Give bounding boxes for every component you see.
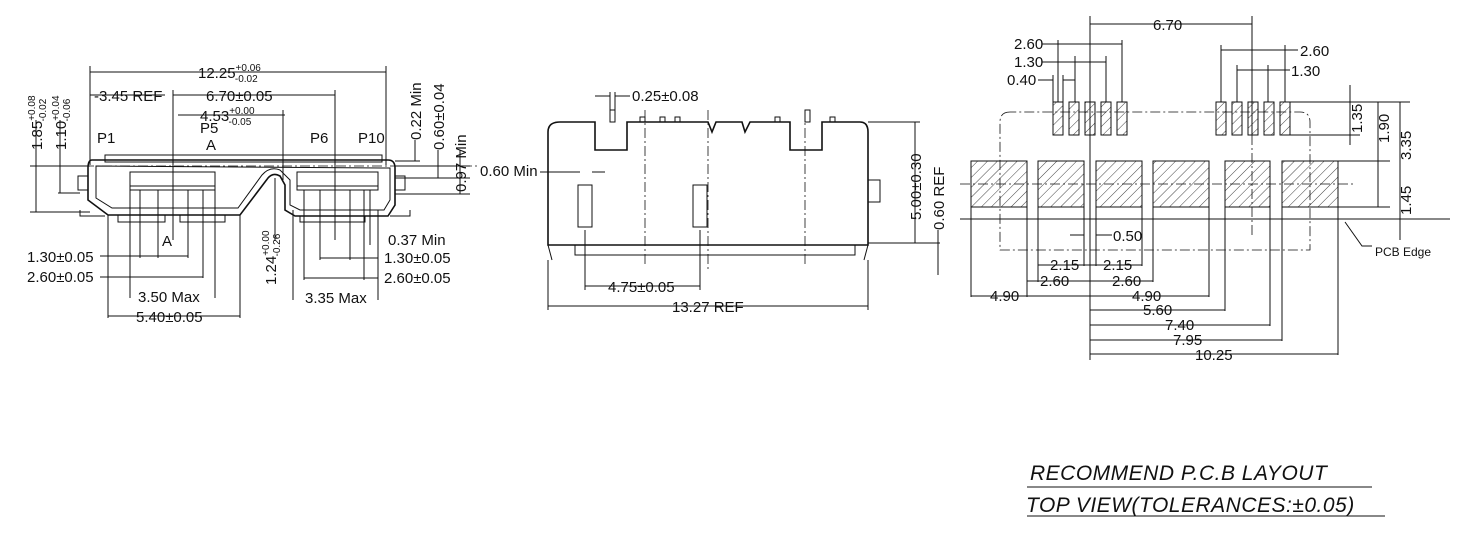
dim-height-185: 1.85+0.08-0.02 bbox=[27, 95, 49, 150]
pcb-dim-v-190: 1.90 bbox=[1376, 114, 1393, 143]
signal-pads bbox=[1052, 101, 1291, 136]
dim-060: 0.60±0.04 bbox=[431, 83, 448, 150]
pcb-dim-right-130: 1.30 bbox=[1291, 63, 1320, 80]
pcb-dim-v-135: 1.35 bbox=[1349, 104, 1366, 133]
pin-label-p1: P1 bbox=[97, 130, 115, 147]
pcb-dim-1025: 10.25 bbox=[1195, 347, 1233, 364]
dim-width-total: 12.25+0.06-0.02 bbox=[198, 63, 261, 85]
pcb-dim-260a: 2.60 bbox=[1040, 273, 1069, 290]
pcb-dim-left-260: 2.60 bbox=[1014, 36, 1043, 53]
dim-025: 0.25±0.08 bbox=[632, 88, 699, 105]
dim-left-260: 2.60±0.05 bbox=[27, 269, 94, 286]
pin-label-p5: P5 bbox=[200, 120, 218, 137]
pcb-dim-490b: 4.90 bbox=[1132, 288, 1161, 305]
pcb-dim-v-335: 3.35 bbox=[1398, 131, 1415, 160]
side-view: 0.25±0.08 0.60 Min 4.75±0.05 13.27 REF 5… bbox=[480, 88, 948, 316]
dim-ref-345: -3.45 REF bbox=[94, 88, 162, 105]
dim-max-335: 3.35 Max bbox=[305, 290, 367, 307]
caption-line2: TOP VIEW(TOLERANCES:±0.05) bbox=[1026, 494, 1355, 517]
pcb-dim-740: 7.40 bbox=[1165, 317, 1194, 334]
dim-500: 5.00±0.30 bbox=[908, 153, 925, 220]
pcb-dim-left-040: 0.40 bbox=[1007, 72, 1036, 89]
caption-line1: RECOMMEND P.C.B LAYOUT bbox=[1030, 462, 1329, 485]
pcb-edge-label: PCB Edge bbox=[1375, 245, 1431, 259]
dim-min-097: 0.97 Min bbox=[453, 134, 470, 192]
dim-540: 5.40±0.05 bbox=[136, 309, 203, 326]
pcb-dim-560: 5.60 bbox=[1143, 302, 1172, 319]
dim-max-350: 3.50 Max bbox=[138, 289, 200, 306]
pcb-dim-490a: 4.90 bbox=[990, 288, 1019, 305]
pcb-dimension-lines bbox=[960, 16, 1450, 360]
dim-475: 4.75±0.05 bbox=[608, 279, 675, 296]
front-outline bbox=[30, 66, 470, 318]
pcb-dim-left-130: 1.30 bbox=[1014, 54, 1043, 71]
pcb-dim-right-260: 2.60 bbox=[1300, 43, 1329, 60]
pcb-dim-215a: 2.15 bbox=[1050, 257, 1079, 274]
dim-height-110: 1.10+0.04-0.06 bbox=[51, 95, 73, 150]
dim-right-130: 1.30±0.05 bbox=[384, 250, 451, 267]
dim-right-260: 2.60±0.05 bbox=[384, 270, 451, 287]
pcb-dim-795: 7.95 bbox=[1173, 332, 1202, 349]
dim-min-060: 0.60 Min bbox=[480, 163, 538, 180]
pcb-centerlines bbox=[960, 135, 1355, 235]
side-centerlines bbox=[644, 110, 806, 270]
pcb-dim-top-670: 6.70 bbox=[1153, 17, 1182, 34]
pcb-layout: 6.70 2.60 1.30 0.40 2.60 1.30 1.35 1.90 … bbox=[960, 16, 1450, 517]
pin-label-p10: P10 bbox=[358, 130, 385, 147]
pin-label-p6: P6 bbox=[310, 130, 328, 147]
dim-left-130: 1.30±0.05 bbox=[27, 249, 94, 266]
pcb-dim-v-145: 1.45 bbox=[1398, 186, 1415, 215]
section-a-bottom: A bbox=[162, 233, 172, 250]
front-view: 12.25+0.06-0.02 -3.45 REF 6.70±0.05 4.53… bbox=[27, 63, 480, 326]
dim-min-037: 0.37 Min bbox=[388, 232, 446, 249]
dim-min-022: 0.22 Min bbox=[408, 82, 425, 140]
pcb-dim-215b: 2.15 bbox=[1103, 257, 1132, 274]
dim-offset-453: 4.53+0.00-0.05 bbox=[200, 106, 255, 128]
side-outline bbox=[540, 92, 940, 310]
pcb-dim-260b: 2.60 bbox=[1112, 273, 1141, 290]
dim-124: 1.24+0.00-0.26 bbox=[261, 230, 283, 285]
dim-ref-1327: 13.27 REF bbox=[672, 299, 744, 316]
section-a-top: A bbox=[206, 137, 216, 154]
dim-ref-060: 0.60 REF bbox=[931, 167, 948, 230]
connector-outline bbox=[999, 111, 1311, 251]
dim-pitch-670: 6.70±0.05 bbox=[206, 88, 273, 105]
pcb-dim-050: 0.50 bbox=[1113, 228, 1142, 245]
